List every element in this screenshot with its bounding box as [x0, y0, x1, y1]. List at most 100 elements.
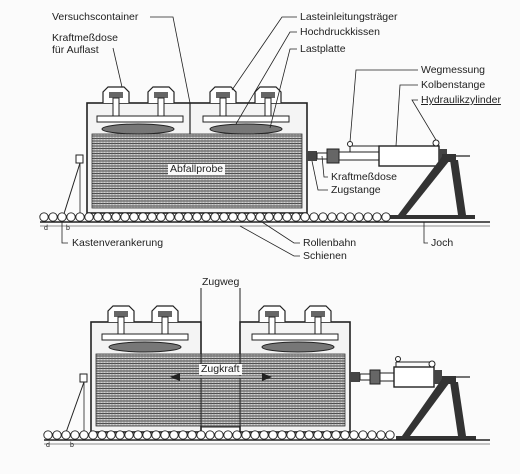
- roller-track: [39, 212, 391, 222]
- roller: [174, 212, 184, 222]
- roller: [124, 430, 134, 440]
- roller: [291, 212, 301, 222]
- roller: [300, 212, 310, 222]
- roller: [115, 430, 125, 440]
- label-hydraulikzylinder: Hydraulikzylinder: [421, 94, 501, 106]
- roller: [88, 430, 98, 440]
- roller: [313, 430, 323, 440]
- roller: [363, 212, 373, 222]
- roller: [210, 212, 220, 222]
- roller: [345, 212, 355, 222]
- roller: [61, 430, 71, 440]
- load-cell-1: [102, 86, 130, 117]
- label-kolbenstange: Kolbenstange: [421, 79, 486, 91]
- load-cell-3: [209, 86, 237, 117]
- label-kraftmessdose-auflast-2: für Auflast: [52, 44, 99, 56]
- roller: [223, 430, 233, 440]
- load-plate-right: [209, 123, 283, 135]
- yoke: [390, 154, 475, 219]
- roller: [318, 212, 328, 222]
- yoke-b: [396, 376, 476, 440]
- load-cell-2b: [151, 305, 179, 335]
- roller: [178, 430, 188, 440]
- roller: [358, 430, 368, 440]
- label-wegmessung: Wegmessung: [421, 64, 486, 76]
- roller: [75, 212, 85, 222]
- roller: [228, 212, 238, 222]
- roller-track-b: [43, 430, 395, 440]
- svg-text:b: b: [66, 225, 70, 232]
- roller: [138, 212, 148, 222]
- roller: [147, 212, 157, 222]
- roller: [250, 430, 260, 440]
- roller: [48, 212, 58, 222]
- roller: [205, 430, 215, 440]
- roller: [129, 212, 139, 222]
- roller: [187, 430, 197, 440]
- roller: [156, 212, 166, 222]
- roller: [237, 212, 247, 222]
- roller: [376, 430, 386, 440]
- label-kastenverankerung: Kastenverankerung: [72, 237, 164, 249]
- roller: [102, 212, 112, 222]
- roller: [39, 212, 49, 222]
- pulled-state-view: d b: [43, 286, 490, 449]
- roller: [304, 430, 314, 440]
- label-versuchscontainer: Versuchscontainer: [52, 11, 139, 23]
- label-lastplatte: Lastplatte: [300, 43, 346, 55]
- load-cell-4b: [304, 305, 332, 335]
- roller: [286, 430, 296, 440]
- pull-force-arrow: [170, 373, 272, 381]
- roller: [336, 212, 346, 222]
- roller: [241, 430, 251, 440]
- label-zugweg: Zugweg: [200, 276, 242, 288]
- label-joch: Joch: [431, 237, 454, 249]
- roller: [372, 212, 382, 222]
- leader-lines-top: [61, 16, 437, 257]
- roller: [93, 212, 103, 222]
- label-kraftmessdose-auflast-1: Kraftmeßdose: [52, 32, 118, 44]
- roller: [43, 430, 53, 440]
- roller: [322, 430, 332, 440]
- roller: [255, 212, 265, 222]
- roller: [70, 430, 80, 440]
- roller: [183, 212, 193, 222]
- roller: [196, 430, 206, 440]
- roller: [246, 212, 256, 222]
- roller: [111, 212, 121, 222]
- load-cell-2: [147, 86, 175, 117]
- load-beam-right: [202, 115, 290, 123]
- roller: [201, 212, 211, 222]
- roller: [97, 430, 107, 440]
- label-kraftmessdose: Kraftmeßdose: [331, 171, 397, 183]
- roller: [273, 212, 283, 222]
- roller: [354, 212, 364, 222]
- label-abfallprobe: Abfallprobe: [168, 163, 226, 175]
- roller: [277, 430, 287, 440]
- roller: [106, 430, 116, 440]
- roller: [232, 430, 242, 440]
- roller: [264, 212, 274, 222]
- roller: [349, 430, 359, 440]
- roller: [295, 430, 305, 440]
- roller: [133, 430, 143, 440]
- roller: [52, 430, 62, 440]
- label-rollenbahn: Rollenbahn: [303, 237, 357, 249]
- roller: [120, 212, 130, 222]
- roller: [169, 430, 179, 440]
- label-zugkraft: Zugkraft: [199, 363, 242, 375]
- roller: [151, 430, 161, 440]
- roller: [268, 430, 278, 440]
- roller: [214, 430, 224, 440]
- roller: [385, 430, 395, 440]
- label-schienen: Schienen: [303, 250, 347, 262]
- roller: [57, 212, 67, 222]
- roller: [84, 212, 94, 222]
- label-zugstange: Zugstange: [331, 184, 381, 196]
- roller: [66, 212, 76, 222]
- box-anchoring: d b: [44, 154, 84, 232]
- box-anchoring-b: d b: [46, 373, 88, 449]
- roller: [331, 430, 341, 440]
- initial-state-view: d b: [39, 86, 490, 232]
